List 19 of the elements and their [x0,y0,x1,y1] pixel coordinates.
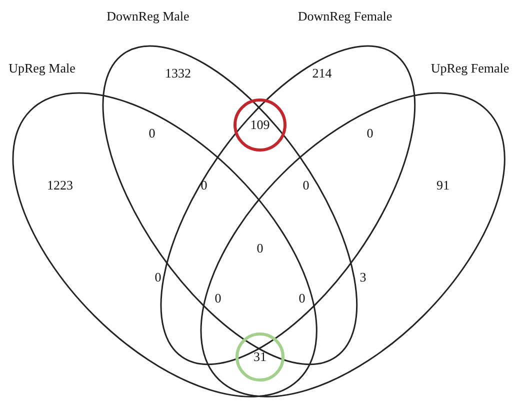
region-count: 0 [256,239,264,258]
set-label: UpReg Male [8,59,76,78]
region-count: 0 [214,289,222,308]
region-count: 0 [366,124,374,142]
region-count: 214 [312,64,332,82]
region-count: 31 [254,348,266,366]
set-label: UpReg Female [430,59,510,78]
region-count: 109 [250,116,270,134]
set-label: DownReg Female [298,7,392,26]
region-count: 1223 [47,176,73,194]
region-count: 1332 [165,64,191,82]
set-label: DownReg Male [106,7,190,26]
region-count: 0 [302,176,310,194]
region-count: 3 [360,268,366,286]
region-count: 91 [436,176,450,194]
region-count: 0 [200,176,208,194]
region-count: 0 [298,289,306,308]
region-count: 0 [154,268,162,286]
region-count: 0 [148,124,156,142]
